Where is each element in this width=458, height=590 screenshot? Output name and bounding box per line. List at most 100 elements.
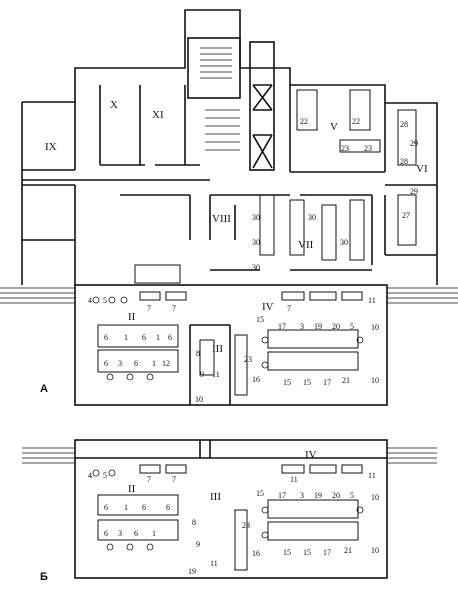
item-number: 6 <box>168 333 172 342</box>
room-label-vii: VII <box>298 239 314 251</box>
item-number: 22 <box>352 117 360 126</box>
upper-item-numbers: 22 22 23 23 28 28 29 29 27 30 30 30 30 3… <box>88 117 418 404</box>
item-number: 15 <box>303 548 311 557</box>
room-label-iv: IV <box>262 301 274 313</box>
room-label-vi: VI <box>416 163 428 175</box>
item-number: 4 <box>88 471 92 480</box>
item-number: 15 <box>256 489 264 498</box>
item-number: 6 <box>104 529 108 538</box>
item-number: 21 <box>342 376 350 385</box>
item-number: 17 <box>323 378 331 387</box>
plan-label-b: Б <box>40 571 48 583</box>
item-number: 4 <box>88 296 92 305</box>
item-number: 22 <box>300 117 308 126</box>
item-number: 15 <box>283 378 291 387</box>
item-number: 10 <box>371 493 379 502</box>
item-number: 8 <box>196 349 200 358</box>
item-number: 20 <box>332 322 340 331</box>
lower-room-labels: II III IV <box>128 449 317 503</box>
item-number: 23 <box>242 521 250 530</box>
item-number: 29 <box>410 187 418 196</box>
item-number: 20 <box>332 491 340 500</box>
item-number: 6 <box>166 503 170 512</box>
item-number: 19 <box>314 322 322 331</box>
item-number: 5 <box>350 491 354 500</box>
room-label-v: V <box>330 121 338 133</box>
upper-room-labels: IX X XI V VI VIII VII II III IV <box>45 99 428 355</box>
item-number: 1 <box>152 529 156 538</box>
item-number: 1 <box>124 503 128 512</box>
item-number: 15 <box>256 315 264 324</box>
lower-plan-furniture <box>97 464 363 571</box>
item-number: 6 <box>104 359 108 368</box>
item-number: 6 <box>134 529 138 538</box>
chairs <box>92 296 364 551</box>
item-number: 8 <box>192 518 196 527</box>
upper-plan-walls <box>21 9 438 406</box>
item-number: 27 <box>402 211 410 220</box>
item-number: 7 <box>172 475 176 484</box>
item-number: 11 <box>290 475 298 484</box>
upper-plan-balconies <box>0 287 458 304</box>
item-number: 28 <box>400 120 408 129</box>
item-number: 11 <box>368 471 376 480</box>
item-number: 10 <box>371 546 379 555</box>
item-number: 11 <box>368 296 376 305</box>
item-number: 23 <box>341 144 349 153</box>
item-number: 12 <box>162 359 170 368</box>
item-number: 30 <box>308 213 316 222</box>
item-number: 6 <box>142 333 146 342</box>
room-label-x: X <box>110 99 118 111</box>
room-label-ix: IX <box>45 141 57 153</box>
item-number: 10 <box>371 323 379 332</box>
item-number: 5 <box>350 322 354 331</box>
item-number: 16 <box>252 549 260 558</box>
item-number: 9 <box>200 370 204 379</box>
room-label-ii: II <box>128 311 136 323</box>
item-number: 15 <box>283 548 291 557</box>
room-label-ii: II <box>128 483 136 495</box>
item-number: 7 <box>147 304 151 313</box>
item-number: 21 <box>344 546 352 555</box>
item-number: 30 <box>252 263 260 272</box>
item-number: 28 <box>400 157 408 166</box>
item-number: 7 <box>172 304 176 313</box>
item-number: 3 <box>118 359 122 368</box>
item-number: 11 <box>212 370 220 379</box>
item-number: 19 <box>188 567 196 576</box>
item-number: 3 <box>300 491 304 500</box>
item-number: 1 <box>124 333 128 342</box>
room-label-iii: III <box>210 491 221 503</box>
item-number: 15 <box>303 378 311 387</box>
item-number: 1 <box>152 359 156 368</box>
item-number: 23 <box>244 355 252 364</box>
item-number: 17 <box>323 548 331 557</box>
item-number: 19 <box>314 491 322 500</box>
lower-plan-balconies <box>22 447 437 464</box>
plan-label-a: А <box>40 383 48 395</box>
item-number: 6 <box>104 503 108 512</box>
item-number: 6 <box>134 359 138 368</box>
item-number: 17 <box>278 322 286 331</box>
room-label-iv: IV <box>305 449 317 461</box>
item-number: 3 <box>118 529 122 538</box>
item-number: 10 <box>371 376 379 385</box>
room-label-viii: VIII <box>212 213 231 225</box>
room-label-iii: III <box>212 343 223 355</box>
item-number: 30 <box>252 238 260 247</box>
item-number: 6 <box>142 503 146 512</box>
item-number: 7 <box>147 475 151 484</box>
item-number: 29 <box>410 139 418 148</box>
item-number: 7 <box>287 304 291 313</box>
item-number: 16 <box>252 375 260 384</box>
item-number: 1 <box>156 333 160 342</box>
lower-item-numbers: 4 5 7 7 11 11 6 1 6 6 6 3 6 1 8 9 11 19 … <box>88 471 379 576</box>
upper-plan-furniture <box>97 89 417 396</box>
item-number: 6 <box>104 333 108 342</box>
item-number: 5 <box>103 296 107 305</box>
lower-plan-walls <box>74 439 388 579</box>
item-number: 11 <box>210 559 218 568</box>
item-number: 3 <box>300 322 304 331</box>
item-number: 5 <box>103 471 107 480</box>
